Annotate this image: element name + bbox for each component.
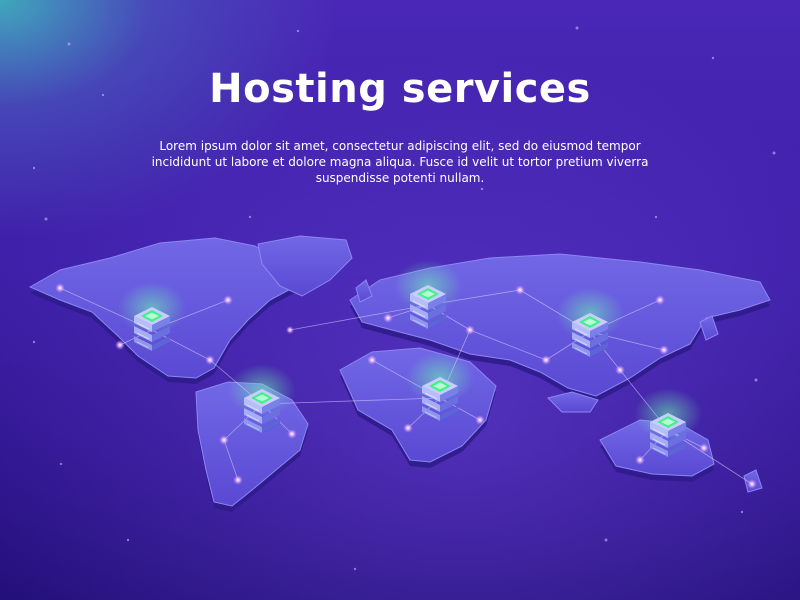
network-node-icon <box>635 455 645 465</box>
network-node-icon <box>55 283 65 293</box>
page-description: Lorem ipsum dolor sit amet, consectetur … <box>151 139 649 185</box>
island-indonesia <box>547 391 599 413</box>
network-node-icon <box>541 355 551 365</box>
network-node-icon <box>223 295 233 305</box>
network-nodes <box>55 283 757 489</box>
network-node-icon <box>515 285 525 295</box>
continent-greenland <box>257 235 353 297</box>
network-node-icon <box>205 355 215 365</box>
network-node-icon <box>383 313 393 323</box>
network-node-icon <box>659 345 669 355</box>
island-uk <box>355 279 373 303</box>
network-node-icon <box>615 365 625 375</box>
network-node-icon <box>233 475 243 485</box>
star-field <box>32 26 776 571</box>
network-node-icon <box>287 429 297 439</box>
network-node-icon <box>699 443 709 453</box>
network-node-icon <box>747 479 757 489</box>
network-node-icon <box>655 295 665 305</box>
network-node-icon <box>367 355 377 365</box>
network-node-icon <box>465 325 475 335</box>
network-node-icon <box>475 415 485 425</box>
network-node-icon <box>115 340 125 350</box>
island-japan <box>699 315 719 341</box>
page-title: Hosting services <box>209 66 591 112</box>
network-node-icon <box>219 435 229 445</box>
network-node-icon <box>403 423 413 433</box>
network-node-icon <box>286 326 294 334</box>
